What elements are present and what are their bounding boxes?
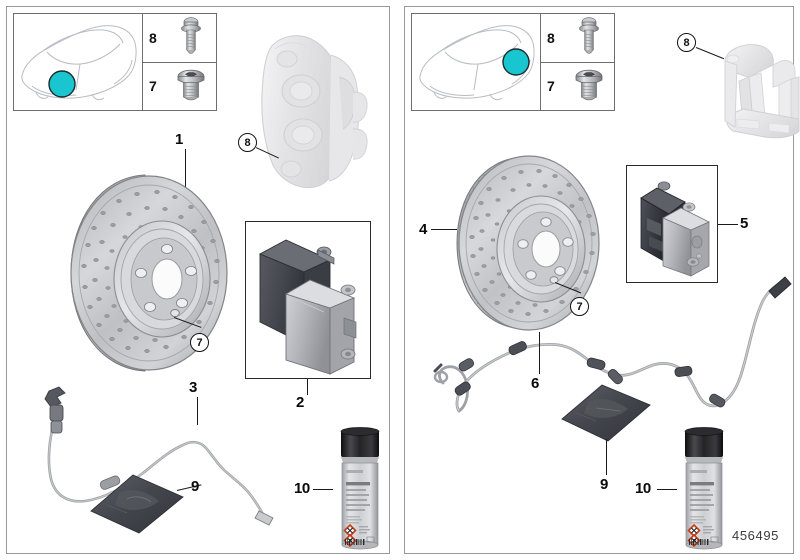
flange-hex-bolt-icon bbox=[563, 16, 614, 60]
legend-rear: 8 bbox=[411, 13, 615, 111]
callout-spray-can-front-label: 10 bbox=[294, 480, 310, 497]
hazard-pictogram bbox=[343, 523, 357, 548]
vehicle-silhouette-front bbox=[14, 14, 143, 110]
callout-brake-caliper-front: 8 bbox=[238, 133, 257, 152]
leader-spray-can-front bbox=[313, 489, 333, 491]
vehicle-silhouette-rear bbox=[412, 14, 541, 110]
brake-pad-set-rear-box bbox=[626, 165, 718, 283]
callout-lubricant-sachet-rear-label: 9 bbox=[600, 476, 608, 493]
callout-wear-sensor-rear: 6 bbox=[531, 376, 539, 391]
legend-front: 8 bbox=[13, 13, 217, 111]
callout-disc-retaining-screw-rear-label: 7 bbox=[576, 300, 583, 313]
legend-screw-8-front: 8 bbox=[143, 14, 216, 63]
lubricant-sachet-rear-art bbox=[560, 383, 652, 443]
brake-disc-rear-art bbox=[435, 149, 619, 339]
wear-sensor-clip-front bbox=[44, 386, 66, 408]
leader-wear-sensor-front bbox=[197, 397, 199, 425]
brake-disc-front-art bbox=[41, 167, 253, 379]
countersunk-socket-screw-icon bbox=[165, 66, 216, 106]
legend-screw-7-rear: 7 bbox=[541, 63, 614, 111]
callout-brake-disc-rear: 4 bbox=[419, 222, 427, 237]
legend-screw-7-number-front: 7 bbox=[149, 78, 157, 95]
callout-lubricant-sachet-rear: 9 bbox=[600, 477, 608, 492]
callout-brake-pad-set-rear-label: 5 bbox=[740, 215, 748, 232]
disc-retaining-screw-hole-front bbox=[170, 309, 180, 317]
callout-wear-sensor-front-label: 3 bbox=[189, 379, 197, 396]
wheel-highlight-rear bbox=[502, 48, 530, 76]
brake-caliper-front-art bbox=[235, 29, 375, 199]
callout-spray-can-rear-label: 10 bbox=[635, 480, 651, 497]
front-axle-panel: 8 bbox=[6, 6, 390, 554]
brake-pad-set-front-box bbox=[245, 221, 371, 379]
leader-wear-sensor-rear bbox=[539, 332, 541, 374]
wear-sensor-clips-rear bbox=[454, 341, 726, 408]
callout-disc-retaining-screw-front-label: 7 bbox=[196, 336, 203, 349]
legend-screw-8-number-rear: 8 bbox=[547, 29, 555, 46]
wear-sensor-rear-art bbox=[425, 265, 792, 425]
callout-disc-retaining-screw-front: 7 bbox=[190, 333, 209, 352]
flange-hex-bolt-icon bbox=[165, 16, 216, 60]
leader-spray-can-rear bbox=[657, 489, 677, 491]
countersunk-socket-screw-icon bbox=[563, 66, 614, 106]
callout-brake-caliper-front-label: 8 bbox=[244, 136, 251, 149]
legend-screw-column-front: 8 bbox=[143, 14, 216, 110]
brake-pad-set-front-art bbox=[252, 228, 366, 375]
legend-screw-7-front: 7 bbox=[143, 63, 216, 111]
leader-brake-disc-front bbox=[185, 149, 187, 195]
callout-brake-pad-set-rear: 5 bbox=[740, 216, 748, 231]
legend-screw-column-rear: 8 bbox=[541, 14, 614, 110]
diagram-id-number: 456495 bbox=[732, 528, 779, 543]
callout-brake-pad-set-front: 2 bbox=[296, 395, 304, 410]
spray-can-rear-art bbox=[677, 425, 731, 551]
callout-spray-can-front: 10 bbox=[294, 481, 310, 496]
brake-pad-set-rear-art bbox=[635, 174, 713, 277]
leader-lubricant-sachet-rear bbox=[606, 439, 608, 475]
callout-caliper-carrier-rear: 8 bbox=[677, 33, 696, 52]
callout-brake-disc-rear-label: 4 bbox=[419, 221, 427, 238]
rear-axle-panel: 8 bbox=[404, 6, 800, 554]
wear-sensor-connector-front bbox=[254, 510, 274, 526]
legend-screw-8-number-front: 8 bbox=[149, 29, 157, 46]
leader-brake-pad-set-rear bbox=[718, 224, 738, 226]
lubricant-sachet-front-art bbox=[89, 473, 185, 535]
callout-brake-disc-front: 1 bbox=[175, 132, 183, 147]
callout-spray-can-rear: 10 bbox=[635, 481, 651, 496]
leader-brake-disc-rear bbox=[431, 229, 457, 231]
legend-screw-8-rear: 8 bbox=[541, 14, 614, 63]
wear-sensor-front-art bbox=[33, 385, 293, 526]
legend-screw-7-number-rear: 7 bbox=[547, 78, 555, 95]
disc-retaining-screw-hole-rear bbox=[549, 276, 559, 284]
callout-brake-pad-set-front-label: 2 bbox=[296, 394, 304, 411]
caliper-carrier-rear-art bbox=[703, 35, 800, 141]
callout-caliper-carrier-rear-label: 8 bbox=[683, 36, 690, 49]
callout-lubricant-sachet-front: 9 bbox=[191, 479, 199, 494]
callout-disc-retaining-screw-rear: 7 bbox=[570, 297, 589, 316]
callout-wear-sensor-rear-label: 6 bbox=[531, 375, 539, 392]
leader-brake-pad-set-front bbox=[307, 379, 309, 395]
callout-lubricant-sachet-front-label: 9 bbox=[191, 478, 199, 495]
wear-sensor-connector-rear bbox=[768, 276, 792, 299]
spray-can-front-art bbox=[333, 425, 387, 551]
wheel-highlight-front bbox=[48, 70, 76, 98]
callout-wear-sensor-front: 3 bbox=[189, 380, 197, 395]
callout-brake-disc-front-label: 1 bbox=[175, 131, 183, 148]
